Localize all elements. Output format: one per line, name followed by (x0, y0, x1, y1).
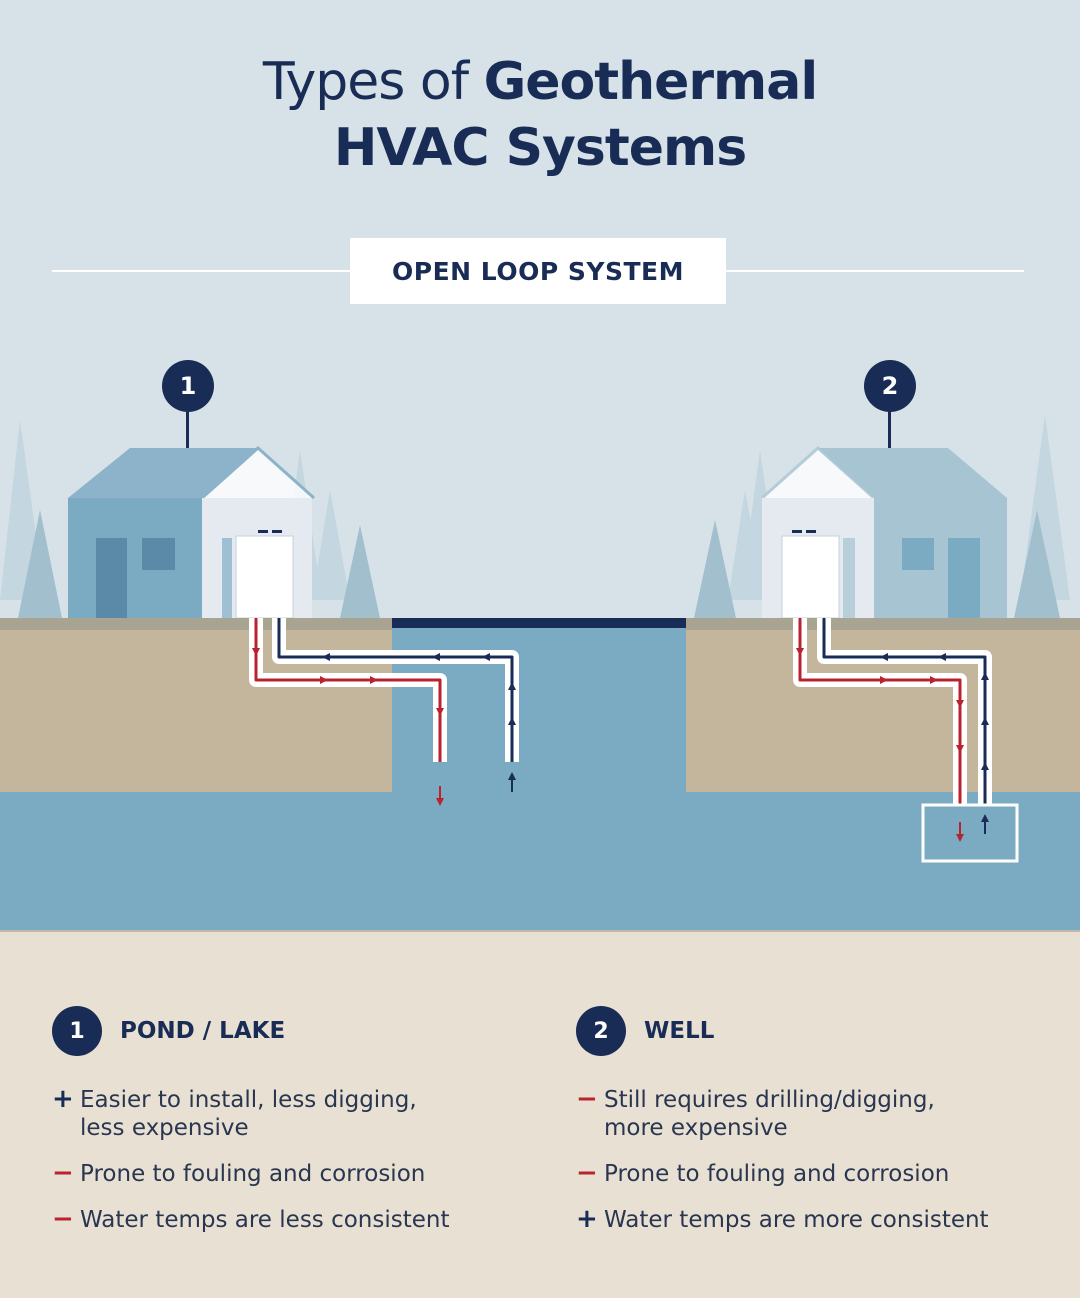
list-item: − Water temps are less consistent (52, 1206, 450, 1234)
title-light: Types of (262, 52, 469, 112)
marker-2: 2 (864, 360, 916, 412)
page-title-line2: HVAC Systems (333, 118, 747, 178)
ground-surface-left (0, 618, 392, 630)
scene-illustration (0, 415, 1080, 930)
item-text: Still requires drilling/digging, (604, 1087, 935, 1113)
pin-stem-2 (888, 410, 891, 448)
item-text: Easier to install, less digging, (80, 1087, 417, 1113)
pond-surface (392, 618, 686, 628)
heat-pump-unit-right (781, 535, 840, 619)
divider-right (726, 270, 1024, 272)
well (921, 803, 1019, 863)
title-bold: Geothermal (483, 52, 819, 112)
ground-surface-right (686, 618, 1080, 630)
option-number: 2 (576, 1006, 626, 1056)
section-label: OPEN LOOP SYSTEM (350, 238, 726, 304)
list-item: − Prone to fouling and corrosion (52, 1160, 450, 1188)
door-icon (96, 538, 127, 618)
minus-icon: − (576, 1084, 598, 1114)
house-left (68, 445, 315, 619)
comparison-panel (0, 930, 1080, 1298)
minus-icon: − (576, 1158, 598, 1188)
well-arrows (956, 814, 989, 842)
item-text: Prone to fouling and corrosion (80, 1161, 426, 1187)
item-text-cont: more expensive (604, 1115, 788, 1141)
flow-arrows-right (796, 648, 989, 770)
option-well: 2 WELL − Still requires drilling/digging… (576, 1006, 989, 1252)
page-title-line1: Types of Geothermal (0, 52, 1080, 112)
minus-icon: − (52, 1204, 74, 1234)
option-title: POND / LAKE (120, 1018, 286, 1044)
item-text: Water temps are more consistent (604, 1207, 989, 1233)
trees (18, 510, 1060, 618)
list-item: + Water temps are more consistent (576, 1206, 989, 1234)
plus-icon: + (52, 1084, 74, 1114)
door-icon (948, 538, 980, 618)
house-right (761, 445, 1007, 619)
minus-icon: − (52, 1158, 74, 1188)
item-text: Water temps are less consistent (80, 1207, 450, 1233)
option-pond-lake: 1 POND / LAKE + Easier to install, less … (52, 1006, 450, 1252)
window-icon (142, 538, 175, 570)
item-text-cont: less expensive (80, 1115, 249, 1141)
groundwater (0, 792, 1080, 930)
list-item: − Still requires drilling/digging, more … (576, 1086, 989, 1142)
window-icon (902, 538, 934, 570)
item-text: Prone to fouling and corrosion (604, 1161, 950, 1187)
plus-icon: + (576, 1204, 598, 1234)
divider-left (52, 270, 350, 272)
list-item: + Easier to install, less digging, less … (52, 1086, 450, 1142)
option-number: 1 (52, 1006, 102, 1056)
flow-arrows-left (252, 648, 516, 806)
marker-1: 1 (162, 360, 214, 412)
option-title: WELL (644, 1018, 715, 1044)
pin-stem-1 (186, 410, 189, 448)
list-item: − Prone to fouling and corrosion (576, 1160, 989, 1188)
heat-pump-unit-left (235, 535, 294, 619)
